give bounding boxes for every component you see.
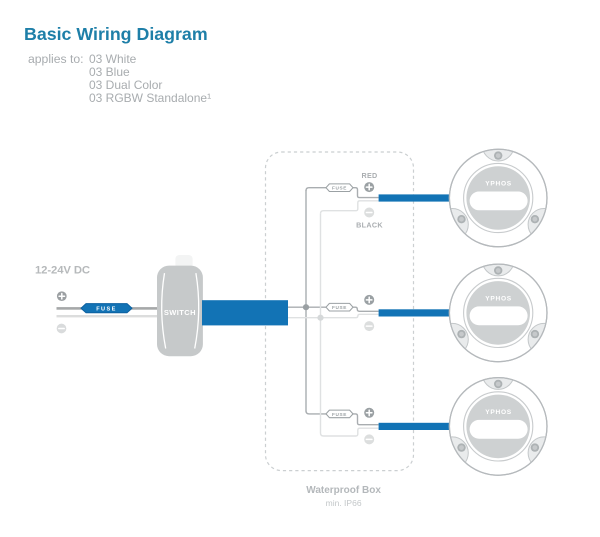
svg-text:FUSE: FUSE <box>332 186 347 191</box>
svg-text:applies to:: applies to: <box>28 52 84 66</box>
svg-text:Waterproof Box: Waterproof Box <box>306 485 381 496</box>
svg-text:YPHOS: YPHOS <box>485 409 512 416</box>
svg-text:YPHOS: YPHOS <box>485 296 512 303</box>
svg-text:03 White: 03 White <box>89 52 137 66</box>
svg-text:FUSE: FUSE <box>332 412 347 417</box>
svg-text:FUSE: FUSE <box>332 305 347 310</box>
svg-text:03 Blue: 03 Blue <box>89 65 130 79</box>
svg-text:min. IP66: min. IP66 <box>326 498 362 508</box>
svg-text:YPHOS: YPHOS <box>485 181 512 188</box>
svg-text:SWITCH: SWITCH <box>164 308 196 317</box>
svg-text:BLACK: BLACK <box>356 221 383 230</box>
svg-text:03 Dual Color: 03 Dual Color <box>89 78 162 92</box>
svg-text:03 RGBW Standalone¹: 03 RGBW Standalone¹ <box>89 91 211 105</box>
svg-text:RED: RED <box>361 171 377 180</box>
svg-text:Basic Wiring Diagram: Basic Wiring Diagram <box>24 24 208 44</box>
svg-text:12-24V DC: 12-24V DC <box>35 265 90 277</box>
svg-text:FUSE: FUSE <box>96 307 117 313</box>
